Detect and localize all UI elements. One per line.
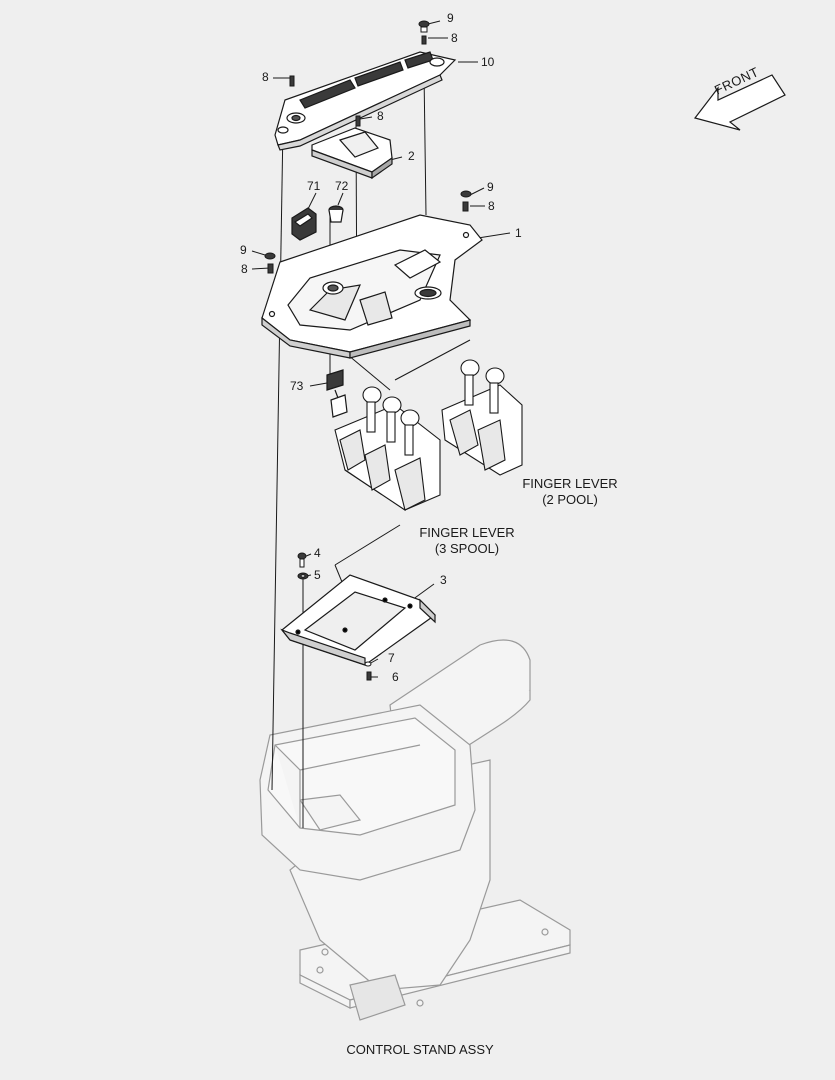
callout-9-left: 9 (240, 243, 247, 257)
callout-9-top: 9 (447, 11, 454, 25)
callout-73: 73 (290, 379, 304, 393)
callout-10: 10 (481, 55, 495, 69)
callout-8-left: 8 (262, 70, 269, 84)
part-72-knob (328, 205, 344, 223)
diagram-title: CONTROL STAND ASSY (320, 1042, 520, 1058)
fasteners (264, 20, 472, 681)
finger-lever-3-spool (334, 386, 441, 512)
control-stand-ghost (259, 639, 571, 1021)
part-2-cover (311, 127, 393, 180)
finger-lever-2-line2: (2 POOL) (542, 492, 598, 507)
callout-5: 5 (314, 568, 321, 582)
part-71-switch (291, 207, 317, 241)
front-arrow-icon (693, 74, 786, 131)
finger-lever-2-line1: FINGER LEVER (522, 476, 618, 491)
diagram-title-text: CONTROL STAND ASSY (346, 1042, 494, 1057)
callout-1: 1 (515, 226, 522, 240)
callout-8-top: 8 (451, 31, 458, 45)
callout-7: 7 (388, 651, 395, 665)
callout-8-right: 8 (488, 199, 495, 213)
callout-71: 71 (307, 179, 321, 193)
part-10-bezel (274, 51, 457, 151)
callout-2: 2 (408, 149, 415, 163)
finger-lever-3-caption: FINGER LEVER (3 SPOOL) (402, 525, 532, 557)
callout-4: 4 (314, 546, 321, 560)
callout-3: 3 (440, 573, 447, 587)
finger-lever-2-caption: FINGER LEVER (2 POOL) (505, 476, 635, 508)
callout-6: 6 (392, 670, 399, 684)
callout-72: 72 (335, 179, 349, 193)
part-73-connector (326, 369, 348, 418)
finger-lever-3-line1: FINGER LEVER (419, 525, 515, 540)
part-3-bracket (280, 574, 436, 666)
part-1-console (261, 214, 483, 359)
finger-lever-3-line2: (3 SPOOL) (434, 541, 500, 556)
callout-8-left2: 8 (241, 262, 248, 276)
callout-9-right: 9 (487, 180, 494, 194)
callout-8-mid: 8 (377, 109, 384, 123)
finger-lever-2-spool (441, 359, 523, 476)
